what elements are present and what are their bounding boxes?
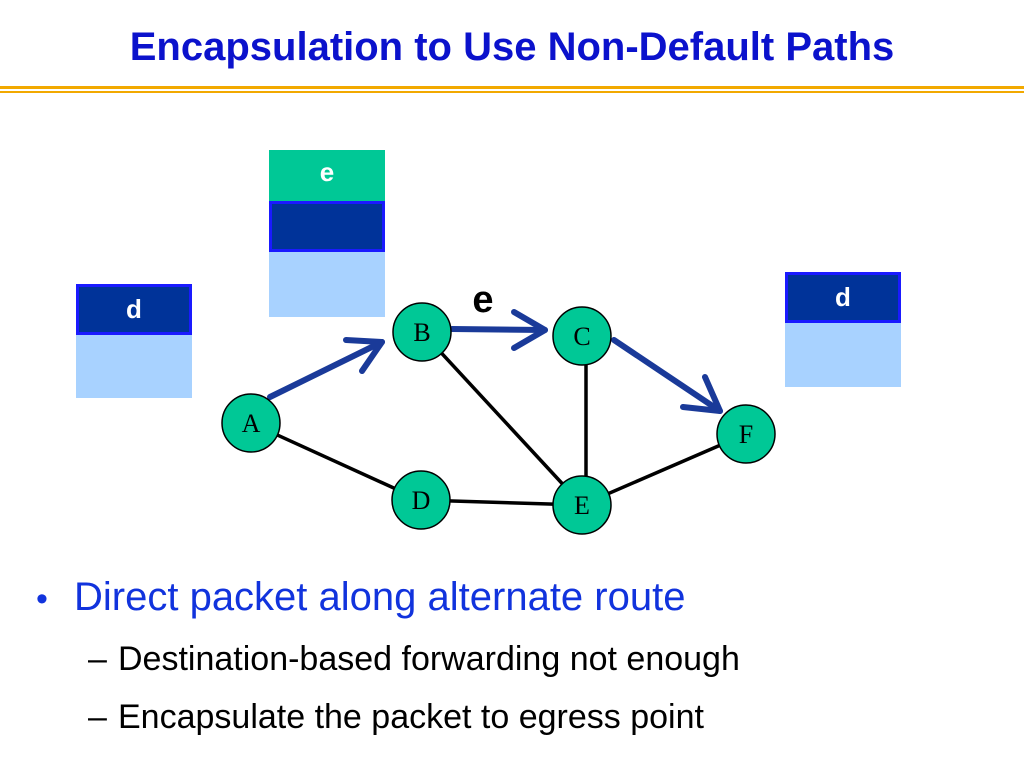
svg-text:F: F [739, 420, 753, 449]
node-e: E [552, 475, 612, 535]
sub-bullet-item: –Encapsulate the packet to egress point [88, 688, 996, 746]
node-d: D [391, 470, 451, 530]
packet-right: d [785, 272, 901, 387]
node-b: B [392, 302, 452, 362]
edge-e-f [581, 432, 747, 507]
sub-bullet-text: Destination-based forwarding not enough [118, 640, 740, 678]
svg-text:A: A [242, 409, 261, 438]
path-label: e [472, 279, 493, 321]
packet-left-payload [76, 335, 192, 398]
bullet-dot: • [36, 580, 48, 618]
path-arrow-c-f [611, 337, 723, 414]
svg-text:C: C [573, 322, 590, 351]
packet-outer-header: e [269, 150, 385, 201]
edge-a-d [250, 421, 421, 502]
bullet-text: Direct packet along alternate route [74, 575, 686, 619]
node-a: A [221, 393, 281, 453]
svg-text:E: E [574, 491, 590, 520]
packet-right-payload [785, 323, 901, 387]
bullet-item: • Direct packet along alternate route [36, 570, 996, 626]
path-arrow-a-b [267, 337, 385, 400]
packet-left: d [76, 284, 192, 398]
svg-text:B: B [413, 318, 430, 347]
sub-bullet-dash: – [88, 640, 107, 678]
packet-inner-header [269, 201, 385, 252]
sub-bullet-item: –Destination-based forwarding not enough [88, 630, 996, 688]
node-c: C [552, 306, 612, 366]
slide-title: Encapsulation to Use Non-Default Paths [129, 25, 895, 69]
bullet-list: • Direct packet along alternate route –De… [36, 570, 996, 746]
packet-encapsulated: e [269, 150, 385, 317]
path-arrow-b-c [449, 309, 548, 351]
packet-encapsulated-payload [269, 252, 385, 317]
svg-text:D: D [412, 486, 431, 515]
sub-bullet-text: Encapsulate the packet to egress point [118, 698, 704, 736]
title-rule-thin [0, 91, 1024, 93]
edge-b-e [420, 330, 584, 507]
node-f: F [716, 404, 776, 464]
title-rule-thick [0, 86, 1024, 89]
packet-right-header: d [785, 272, 901, 323]
packet-left-header: d [76, 284, 192, 335]
sub-bullet-dash: – [88, 698, 107, 736]
